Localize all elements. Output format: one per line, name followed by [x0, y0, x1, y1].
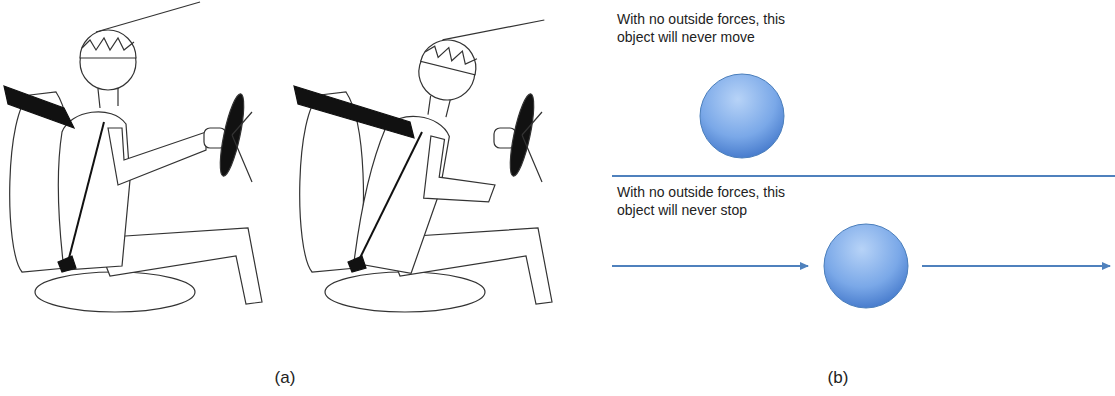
driver-upright: [4, 2, 262, 312]
panel-label: (b): [808, 368, 868, 388]
chest-belt: [358, 132, 422, 262]
chest-belt: [68, 122, 104, 262]
driver-leaning: [294, 0, 552, 312]
helmet-strap: [442, 0, 544, 63]
seat-cushion: [325, 272, 485, 312]
note-text: With no outside forces, this object will…: [617, 10, 792, 46]
resting-ball: [700, 74, 784, 158]
upper-body: [348, 0, 544, 294]
panel-label: (a): [255, 368, 315, 388]
neck: [98, 88, 118, 108]
steering-column: [232, 112, 252, 182]
steering-column: [522, 112, 542, 182]
helmet: [421, 34, 482, 75]
shoulder-belt: [4, 86, 74, 128]
helmet-zigzag: [82, 38, 134, 50]
note-text: With no outside forces, this object will…: [617, 183, 792, 219]
helmet-zigzag: [425, 42, 478, 66]
arm: [416, 136, 503, 214]
divider-line: [612, 175, 1115, 177]
neck: [426, 95, 450, 119]
helmet: [80, 30, 136, 58]
arm: [108, 128, 206, 185]
belt-buckle: [58, 256, 76, 272]
moving-ball: [824, 224, 908, 308]
motion-arrow: [922, 265, 1110, 267]
belt-buckle: [348, 256, 366, 272]
seat-cushion: [35, 272, 195, 312]
shoulder-belt: [294, 86, 414, 138]
motion-arrow: [612, 265, 808, 267]
helmet-strap: [96, 2, 200, 32]
